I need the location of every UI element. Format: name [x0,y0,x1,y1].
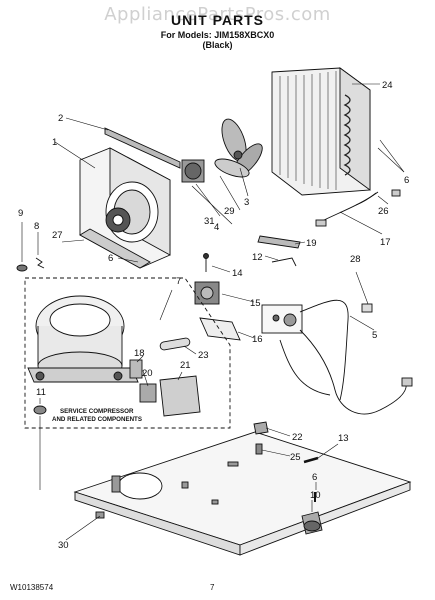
service-note: SERVICE COMPRESSOR AND RELATED COMPONENT… [52,408,142,423]
callout-11: 11 [36,387,46,398]
callout-14: 14 [232,268,243,279]
callout-28: 28 [350,254,361,265]
service-box [24,277,231,429]
callout-3: 3 [244,197,249,208]
callout-9: 9 [18,208,23,219]
callout-17: 17 [380,237,391,248]
cover-21 [159,375,201,417]
callout-18: 18 [134,348,145,359]
page-title: UNIT PARTS [171,12,264,28]
thermistor-wire [315,189,401,227]
condenser-coil [271,67,371,196]
models-line: For Models: JIM158XBCX0 [160,30,275,40]
callout-6-top: 6 [404,175,409,186]
callout-10: 10 [310,490,321,501]
fan-shroud [79,147,171,269]
relay-18 [129,359,143,379]
callout-21: 21 [180,360,191,371]
relay-15 [194,281,220,305]
insulation-strip [104,127,181,169]
doc-number: W10138574 [10,583,54,592]
callout-5: 5 [372,330,377,341]
callout-2: 2 [58,113,63,124]
bracket-12 [271,257,297,267]
wire-harness [261,299,413,415]
overload-20 [139,383,157,403]
callout-23: 23 [198,350,209,361]
callout-20: 20 [142,368,153,379]
bracket-19 [257,235,301,249]
callout-31: 31 [204,216,215,227]
callout-8: 8 [34,221,39,232]
base-pan [73,431,412,556]
callout-25: 25 [290,452,301,463]
callout-7: 7 [176,276,181,287]
callout-19: 19 [306,238,317,249]
page-number: 7 [210,583,215,592]
bracket-10 [301,511,323,535]
fan-motor [181,159,205,183]
color-line: (Black) [202,40,233,50]
callout-12: 12 [252,252,263,263]
callout-16: 16 [252,334,263,345]
callout-6-mid: 6 [108,253,113,264]
watermark: AppliancePartsPros.com [104,4,331,25]
leader-lines [21,83,405,541]
compressor [27,295,139,383]
callout-24: 24 [382,80,393,91]
fan-blade [214,118,263,178]
callout-22: 22 [292,432,303,443]
callout-26: 26 [378,206,389,217]
service-note-line2: AND RELATED COMPONENTS [52,416,142,423]
screw-14 [203,253,209,272]
clip-8 [35,257,45,269]
callout-4: 4 [214,222,219,233]
callout-15: 15 [250,298,261,309]
callout-13: 13 [338,433,349,444]
drier-23 [159,337,191,351]
bracket-22 [253,421,269,435]
service-note-line1: SERVICE COMPRESSOR [60,408,134,415]
callout-29: 29 [224,206,235,217]
callout-27: 27 [52,230,63,241]
callout-30: 30 [58,540,69,551]
callout-6-bottom: 6 [312,472,317,483]
overload-bracket-16 [199,317,241,341]
grommet-9 [16,264,28,272]
screw-13 [303,456,319,464]
screw-25 [255,443,263,455]
callout-1: 1 [52,137,57,148]
grommet-11 [33,405,47,415]
callout-labels: 1 2 3 4 5 6 6 6 7 8 9 10 11 12 13 14 15 … [18,80,409,551]
